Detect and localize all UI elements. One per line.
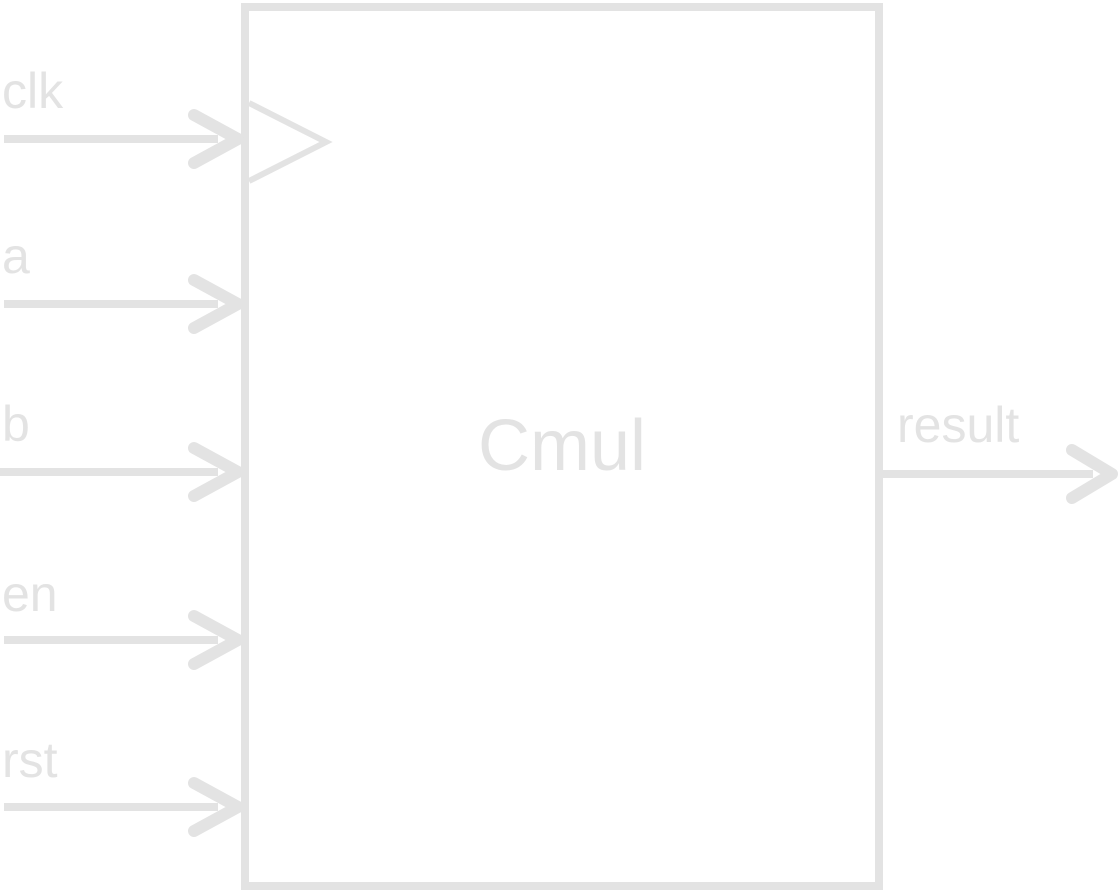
clock-edge-marker [247,100,333,184]
module-box [241,3,883,890]
port-result: result [879,397,1118,504]
b-arrowhead [188,442,244,502]
en-label: en [2,566,58,622]
rst-arrowhead [188,777,244,837]
port-b: b [0,396,244,502]
clk-arrowhead [188,109,244,169]
a-label: a [2,228,30,284]
result-label: result [897,397,1019,453]
module-name: Cmul [478,406,646,486]
clk-label: clk [2,63,64,119]
en-arrowhead [188,610,244,670]
port-rst: rst [2,732,244,837]
port-clk: clk [2,63,244,169]
port-a: a [2,228,244,334]
b-label: b [2,396,30,452]
port-en: en [2,566,244,670]
a-arrowhead [188,274,244,334]
result-arrowhead [1066,444,1118,504]
rst-label: rst [2,732,58,788]
